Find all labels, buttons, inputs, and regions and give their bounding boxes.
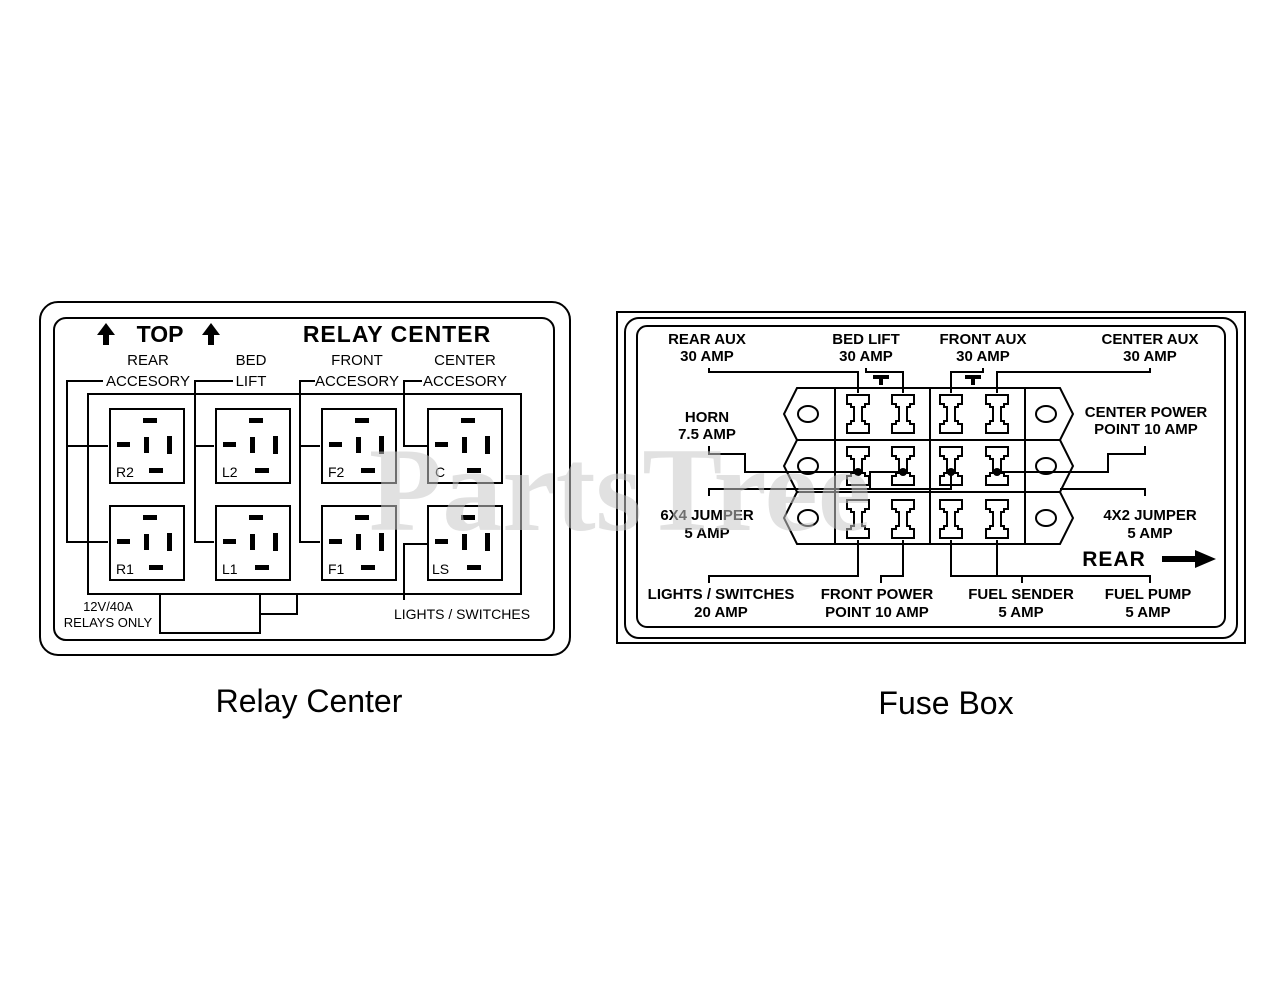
- relay-label-f2: F2: [328, 464, 345, 480]
- fuse-rating-lights-switches: 20 AMP: [694, 604, 748, 621]
- fuse-box-caption: Fuse Box: [878, 685, 1013, 721]
- relay-label-ls: LS: [432, 561, 449, 577]
- group-label-center: CENTER: [434, 352, 496, 369]
- fuse-rating-front-power: POINT 10 AMP: [825, 604, 929, 621]
- junction-dot: [993, 468, 1001, 476]
- fuse-label-center-power: CENTER POWER: [1085, 404, 1208, 421]
- fuse-label-6x4-jumper: 6X4 JUMPER: [660, 507, 754, 524]
- fuse-label-4x2-jumper: 4X2 JUMPER: [1103, 507, 1197, 524]
- group-label-rear-sub: ACCESORY: [106, 373, 190, 390]
- fuse-rating-center-power: POINT 10 AMP: [1094, 421, 1198, 438]
- fuse-rating-fuel-sender: 5 AMP: [998, 604, 1043, 621]
- group-label-bed: BED: [236, 352, 267, 369]
- lights-switches-label: LIGHTS / SWITCHES: [394, 606, 530, 622]
- t-marker-icon: [965, 375, 981, 385]
- relay-label-l1: L1: [222, 561, 238, 577]
- fuse-rating-horn: 7.5 AMP: [678, 426, 736, 443]
- t-marker-icon: [873, 375, 889, 385]
- group-label-front: FRONT: [331, 352, 383, 369]
- relay-label-r1: R1: [116, 561, 134, 577]
- relay-label-c: C: [435, 464, 445, 480]
- rear-direction-label: REAR: [1082, 548, 1146, 571]
- fuse-label-front-power: FRONT POWER: [821, 586, 934, 603]
- fuse-label-fuel-sender: FUEL SENDER: [968, 586, 1074, 603]
- relay-label-l2: L2: [222, 464, 238, 480]
- relay-rating-note: 12V/40A: [83, 599, 133, 614]
- fuse-label-fuel-pump: FUEL PUMP: [1105, 586, 1191, 603]
- partstree-watermark: PartsTree: [369, 423, 871, 556]
- group-label-center-sub: ACCESORY: [423, 373, 507, 390]
- fuse-rating-fuel-pump: 5 AMP: [1125, 604, 1170, 621]
- fuse-rating-rear-aux: 30 AMP: [680, 348, 734, 365]
- fuse-rating-4x2-jumper: 5 AMP: [1127, 525, 1172, 542]
- fuse-panel-inner-border: [636, 325, 1226, 628]
- up-arrow-icon: [97, 323, 115, 345]
- relay-panel-inner-border: [53, 317, 555, 641]
- fuse-label-horn: HORN: [685, 409, 729, 426]
- up-arrow-icon: [202, 323, 220, 345]
- fuse-label-bed-lift: BED LIFT: [832, 331, 900, 348]
- junction-dot: [947, 468, 955, 476]
- fuse-label-center-aux: CENTER AUX: [1102, 331, 1199, 348]
- fuse-leader-lines: [708, 368, 1151, 583]
- relay-panel-outer-border: [39, 301, 571, 656]
- fuse-panel-mid-border: [624, 317, 1238, 639]
- fuse-rating-center-aux: 30 AMP: [1123, 348, 1177, 365]
- relay-center-panel: TOP RELAY CENTER REAR ACCESORY BED LIFT …: [39, 301, 571, 656]
- fuse-label-lights-switches: LIGHTS / SWITCHES: [648, 586, 795, 603]
- relay-center-caption: Relay Center: [216, 683, 403, 719]
- rear-arrow-icon: [1162, 550, 1216, 568]
- junction-dot: [854, 468, 862, 476]
- fuse-rating-6x4-jumper: 5 AMP: [684, 525, 729, 542]
- junction-dot: [899, 468, 907, 476]
- fuse-box-panel: REAR AUX 30 AMP BED LIFT 30 AMP FRONT AU…: [616, 311, 1246, 644]
- relay-wiring: [66, 380, 522, 634]
- relay-label-f1: F1: [328, 561, 345, 577]
- fuse-rating-bed-lift: 30 AMP: [839, 348, 893, 365]
- relay-only-note: RELAYS ONLY: [64, 615, 153, 630]
- fuse-label-rear-aux: REAR AUX: [668, 331, 746, 348]
- relay-center-title: RELAY CENTER: [303, 321, 491, 347]
- top-label: TOP: [137, 321, 184, 347]
- group-label-bed-sub: LIFT: [236, 373, 267, 390]
- group-label-rear: REAR: [127, 352, 169, 369]
- fuse-label-front-aux: FRONT AUX: [940, 331, 1027, 348]
- relay-label-r2: R2: [116, 464, 134, 480]
- group-label-front-sub: ACCESORY: [315, 373, 399, 390]
- fuse-panel-outer-border: [616, 311, 1246, 644]
- fuse-rating-front-aux: 30 AMP: [956, 348, 1010, 365]
